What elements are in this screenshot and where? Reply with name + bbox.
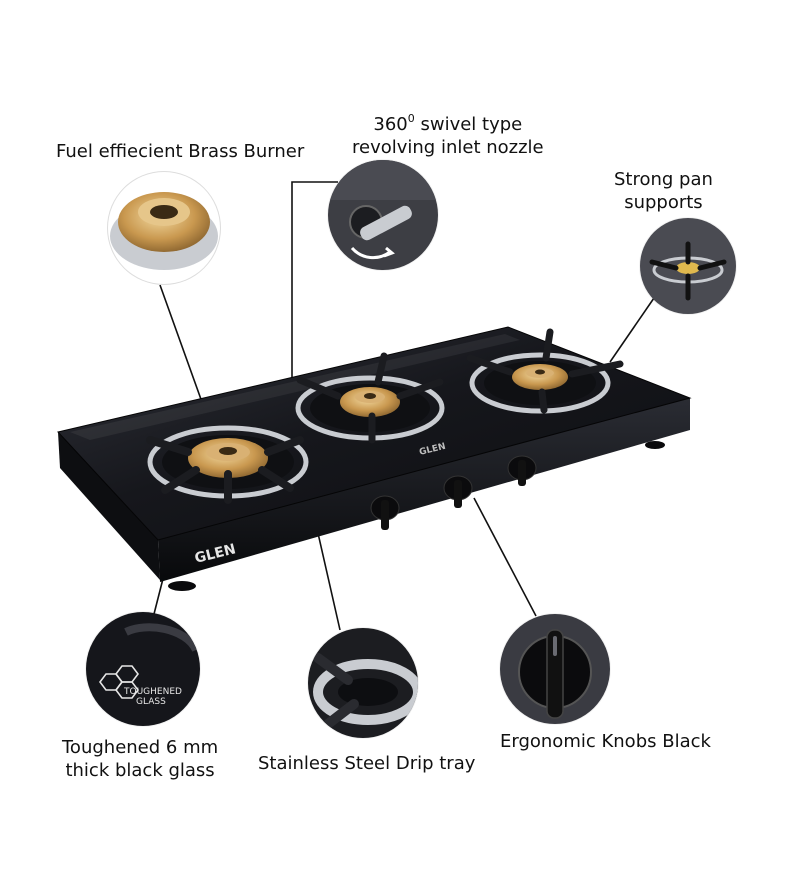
burner-left — [146, 425, 309, 504]
knobs — [370, 455, 537, 530]
knob-3 — [507, 455, 537, 486]
label-drip-tray: Stainless Steel Drip tray — [258, 753, 476, 774]
label-swivel-nozzle-line2: revolving inlet nozzle — [352, 137, 544, 158]
knob-icon — [500, 614, 610, 724]
glass-badge-line1: TOUGHENED — [123, 687, 182, 697]
drip-tray-icon — [308, 628, 418, 738]
glass-badge-line2: GLASS — [136, 697, 166, 707]
brass-burner-icon — [108, 172, 220, 284]
swivel-nozzle-icon — [328, 160, 438, 270]
label-knobs: Ergonomic Knobs Black — [500, 731, 711, 752]
label-toughened-glass: Toughened 6 mm thick black glass — [62, 737, 219, 781]
label-swivel-nozzle-line1: 3600 swivel type — [373, 112, 523, 135]
burner-middle — [295, 352, 445, 444]
burner-right — [466, 328, 624, 414]
knob-2 — [443, 475, 473, 508]
label-brass-burner: Fuel effiecient Brass Burner — [56, 141, 305, 162]
pan-support-icon — [640, 218, 736, 314]
knob-1 — [370, 495, 400, 530]
label-pan-supports: Strong pan supports — [614, 169, 713, 213]
toughened-glass-icon: TOUGHENED GLASS — [86, 612, 200, 726]
label-swivel-nozzle: 3600 swivel type revolving inlet nozzle — [352, 108, 544, 159]
